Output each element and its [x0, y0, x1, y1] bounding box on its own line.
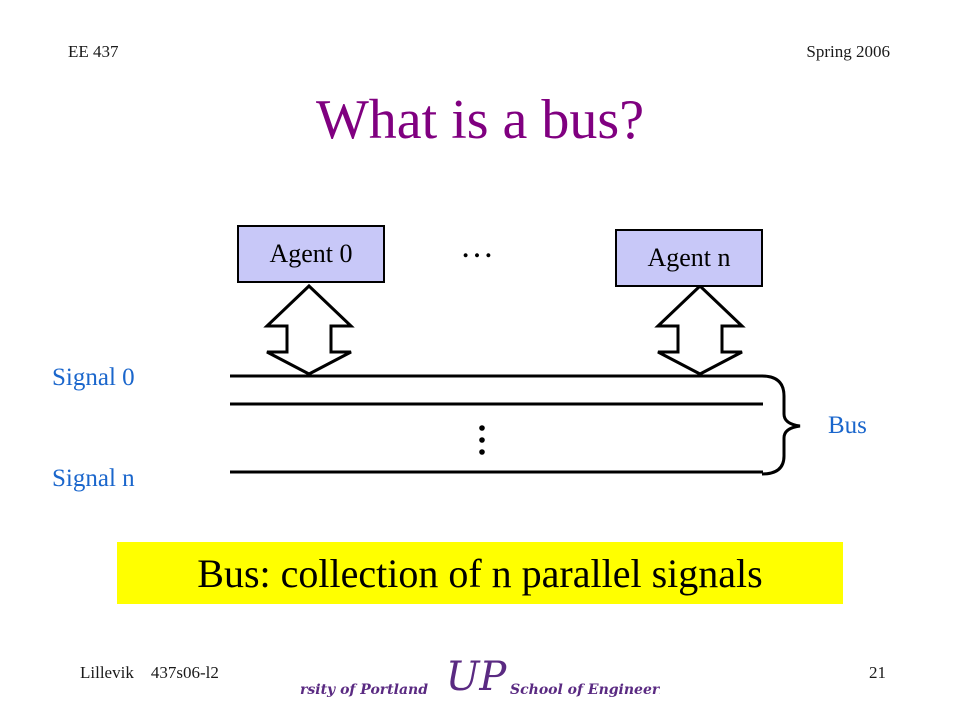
logo-university-text: University of Portland — [300, 682, 428, 698]
footer-author: Lillevik 437s06-l2 — [80, 663, 219, 682]
agent-0-bidirectional-arrow — [263, 283, 355, 376]
vertical-ellipsis-dot — [479, 425, 485, 431]
vertical-ellipsis-dot — [479, 449, 485, 455]
bus-label: Bus — [828, 412, 867, 439]
signal-0-label: Signal 0 — [52, 364, 135, 391]
university-logo: University of Portland UP School of Engi… — [300, 654, 660, 700]
agent-0-box: Agent 0 — [237, 225, 385, 283]
course-header: EE 437 — [68, 42, 119, 61]
logo-monogram: UP — [446, 654, 508, 700]
vertical-ellipsis-dot — [479, 437, 485, 443]
bus-brace — [761, 374, 801, 476]
logo-school-text: School of Engineering — [510, 682, 660, 698]
definition-callout: Bus: collection of n parallel signals — [117, 542, 843, 604]
page-number: 21 — [869, 663, 886, 682]
agents-ellipsis: … — [460, 228, 495, 265]
agent-n-bidirectional-arrow — [654, 283, 746, 376]
agent-n-box: Agent n — [615, 229, 763, 287]
signal-n-label: Signal n — [52, 465, 135, 492]
slide-title: What is a bus? — [315, 89, 645, 151]
term-header: Spring 2006 — [806, 42, 890, 61]
